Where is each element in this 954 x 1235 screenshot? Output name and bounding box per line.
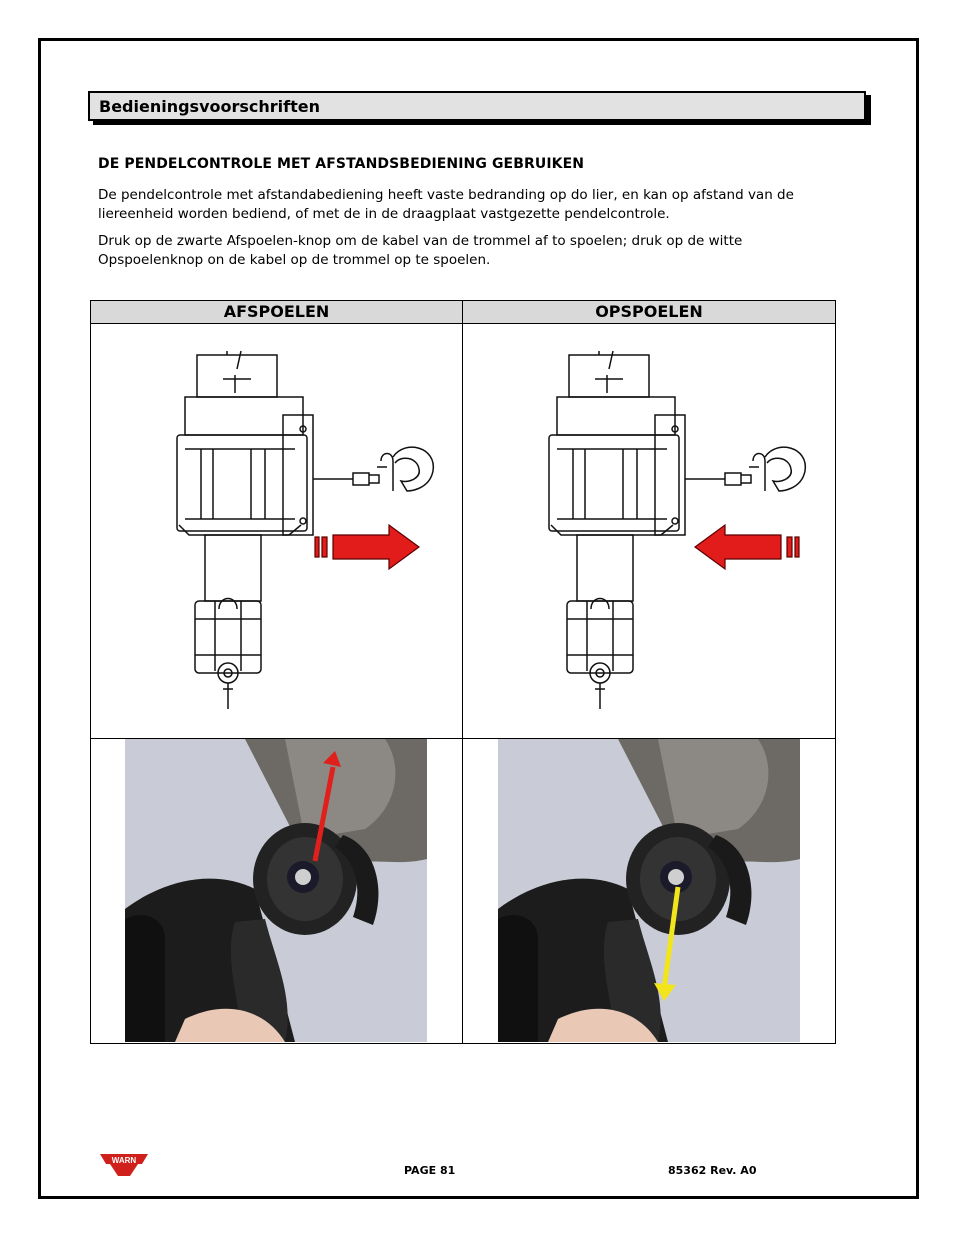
photo-opspoelen [498, 739, 800, 1046]
arrow-right-icon [313, 523, 423, 577]
arrow-left-icon [691, 523, 801, 577]
header-afspoelen: AFSPOELEN [91, 301, 462, 324]
winch-drawing-afspoelen [161, 349, 451, 723]
section-title-bar: Bedieningsvoorschriften [88, 91, 866, 121]
section-title: Bedieningsvoorschriften [99, 97, 321, 116]
paragraph-1: De pendelcontrole met afstandabediening … [98, 187, 794, 222]
winch-drawing-opspoelen [533, 349, 823, 723]
illustration-table: AFSPOELEN OPSPOELEN [90, 300, 836, 1044]
warn-logo: WARN [98, 1152, 150, 1182]
header-opspoelen: OPSPOELEN [463, 301, 835, 324]
photo-afspoelen [125, 739, 427, 1046]
page-number: PAGE 81 [404, 1164, 456, 1177]
document-revision: 85362 Rev. A0 [668, 1164, 757, 1177]
subheading: DE PENDELCONTROLE MET AFSTANDSBEDIENING … [98, 156, 585, 172]
page-border [38, 38, 919, 1199]
svg-text:WARN: WARN [112, 1156, 137, 1165]
paragraph-2: Druk op de zwarte Afspoelen-knop om de k… [98, 233, 743, 268]
